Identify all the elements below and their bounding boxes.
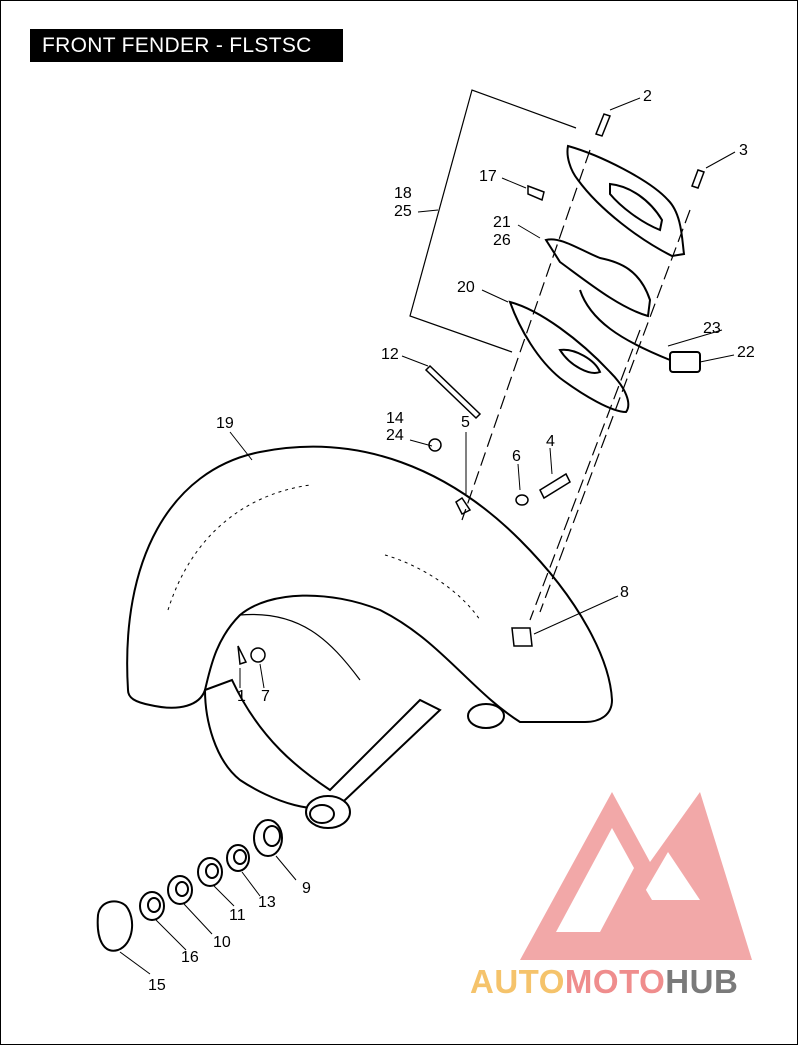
- callout-18: 18: [394, 185, 412, 202]
- callout-24: 24: [386, 427, 404, 444]
- watermark-part-auto: AUTO: [470, 963, 565, 1000]
- watermark-part-moto: MOTO: [564, 963, 666, 1000]
- page-title: FRONT FENDER - FLSTSC: [30, 29, 343, 62]
- callout-19: 19: [216, 415, 234, 432]
- callout-labels: 1 2 3 4 5 6 7 8 9 10 11 12 13 14 15 16 1…: [148, 88, 755, 994]
- callout-20: 20: [457, 279, 475, 296]
- small-fasteners: [237, 113, 705, 666]
- watermark-logo: [520, 792, 752, 960]
- callout-21: 21: [493, 214, 511, 231]
- callout-12: 12: [381, 346, 399, 363]
- callout-14: 14: [386, 410, 404, 427]
- watermark-text: AUTOMOTOHUB: [470, 963, 738, 1001]
- callout-9: 9: [302, 880, 311, 897]
- callout-7: 7: [261, 688, 270, 705]
- assembly-lines: [461, 149, 691, 621]
- callout-6: 6: [512, 448, 521, 465]
- callout-17: 17: [479, 168, 497, 185]
- callout-10: 10: [213, 934, 231, 951]
- bracket-outline: [409, 89, 577, 353]
- callout-16: 16: [181, 949, 199, 966]
- watermark-part-hub: HUB: [665, 963, 739, 1000]
- callout-11: 11: [229, 907, 246, 924]
- callout-25: 25: [394, 203, 412, 220]
- callout-3: 3: [739, 142, 748, 159]
- callout-23: 23: [703, 320, 721, 337]
- callout-5: 5: [461, 414, 470, 431]
- hub-hardware: [96, 819, 283, 952]
- callout-4: 4: [546, 433, 555, 450]
- lamp-assembly: [508, 144, 701, 414]
- callout-15: 15: [148, 977, 166, 994]
- leader-lines: [119, 97, 736, 975]
- fork-axle: [203, 678, 505, 829]
- callout-26: 26: [493, 232, 511, 249]
- callout-13: 13: [258, 894, 276, 911]
- callout-1: 1: [237, 688, 246, 705]
- callout-2: 2: [643, 88, 652, 105]
- callout-22: 22: [737, 344, 755, 361]
- fender-body: [126, 445, 614, 791]
- callout-8: 8: [620, 584, 629, 601]
